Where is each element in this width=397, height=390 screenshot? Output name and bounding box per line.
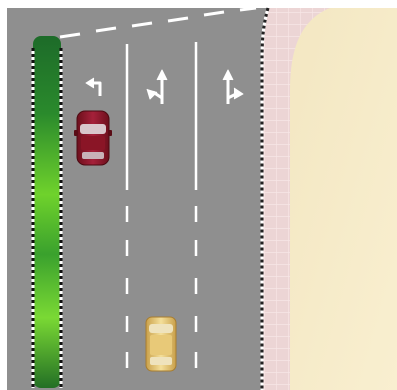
yellow-car: [146, 317, 176, 371]
plaza: [290, 8, 397, 390]
median: [33, 36, 61, 388]
red-car: [74, 111, 112, 165]
